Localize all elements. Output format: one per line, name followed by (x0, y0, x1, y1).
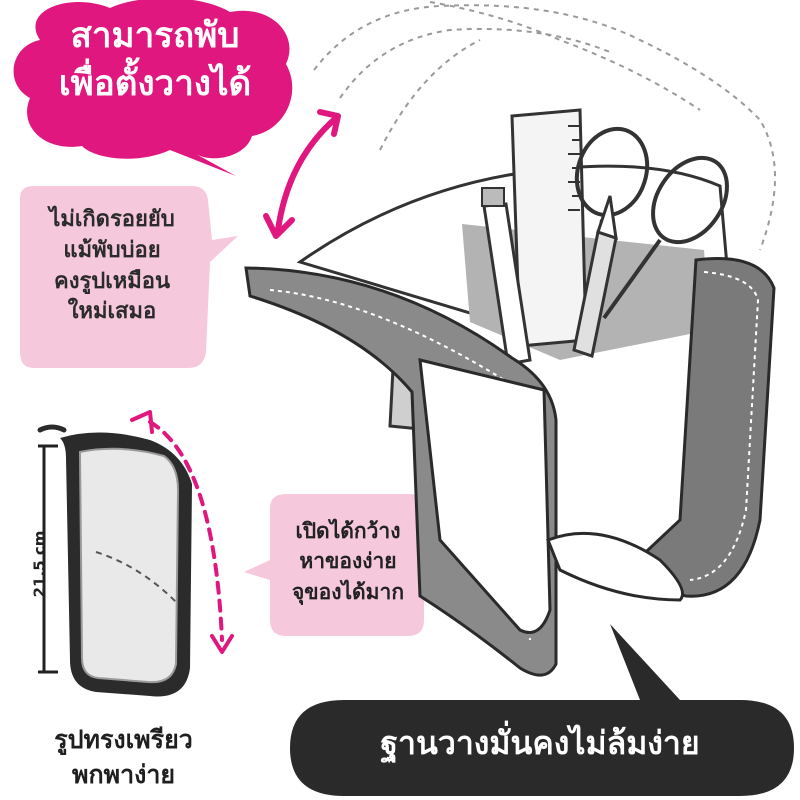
double-arrow-icon (263, 109, 341, 239)
foldable-line-2: เพื่อตั้งวางได้ (58, 64, 252, 105)
pen-icon (481, 187, 532, 366)
slim-shape-line-1: รูปทรงเพรียว (54, 725, 193, 754)
no-wrinkle-text: ไม่เกิดรอยยับ แม้พับบ่อย คงรูปเหมือน ใหม… (28, 205, 196, 328)
slim-shape-line-2: พกพาง่าย (71, 760, 176, 789)
ghost-outline (313, 1, 776, 251)
wide-open-line-1: เปิดได้กว้าง (295, 519, 401, 543)
pencil-case-standing-icon (244, 108, 776, 677)
no-wrinkle-line-2: แม้พับบ่อย (63, 237, 161, 263)
foldable-line-1: สามารถพับ (70, 16, 240, 56)
wide-open-text: เปิดได้กว้าง หาของง่าย จุของได้มาก (268, 516, 428, 607)
no-wrinkle-line-4: ใหม่เสมอ (67, 299, 157, 325)
no-wrinkle-line-3: คงรูปเหมือน (53, 268, 170, 294)
pencil-icon (572, 195, 618, 358)
wide-open-line-3: จุของได้มาก (291, 579, 405, 604)
pencil-case-folded-icon (37, 424, 192, 697)
stable-base-bubble (290, 624, 794, 796)
dimension-line (38, 444, 58, 674)
no-wrinkle-bubble (20, 186, 238, 368)
wide-open-bubble (244, 494, 424, 636)
foldable-title: สามารถพับ เพื่อตั้งวางได้ (40, 12, 270, 109)
foldable-bubble (13, 0, 293, 176)
dashed-arrow-icon (130, 410, 234, 654)
stable-base-text: ฐานวางมั่นคงไม่ล้มง่าย (380, 724, 700, 762)
dimension-label: 21.5 cm (30, 530, 49, 598)
slim-shape-text: รูปทรงเพรียว พกพาง่าย (16, 722, 231, 792)
wide-open-line-2: หาของง่าย (299, 549, 397, 574)
no-wrinkle-line-1: ไม่เกิดรอยยับ (49, 207, 175, 232)
